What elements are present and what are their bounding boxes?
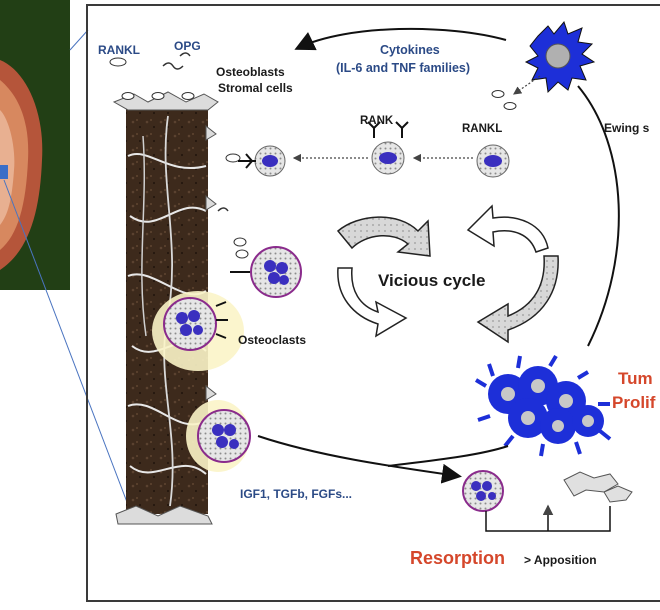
- apposition-label: > Apposition: [524, 553, 597, 567]
- osteoclast-1: [230, 246, 302, 298]
- osteoclasts-label: Osteoclasts: [238, 333, 306, 347]
- precursor-cell-2: [367, 121, 409, 175]
- precursor-cell-3: [476, 144, 510, 178]
- resorbing-osteoclast: [462, 470, 504, 512]
- ewing-cell-top: [491, 20, 596, 110]
- right-arc: [577, 85, 620, 347]
- stromal-label: Stromal cells: [218, 81, 293, 95]
- rank-label: RANK: [360, 115, 394, 127]
- opg-label: OPG: [174, 39, 201, 53]
- cytokine-arrow: [294, 27, 507, 51]
- precursor-cell-1: [238, 145, 286, 177]
- diagram-panel: RANKL OPG Osteoblasts Stromal cells Cyto…: [86, 4, 660, 602]
- ewing-label: Ewing s: [604, 121, 650, 135]
- vicious-cycle-label: Vicious cycle: [378, 271, 485, 290]
- osteoblast-cells: [563, 471, 633, 503]
- vicious-cycle-diagram: RANKL OPG Osteoblasts Stromal cells Cyto…: [98, 20, 656, 568]
- vicious-cycle-arrows: [336, 204, 559, 344]
- growth-factor-arrow: [257, 435, 462, 484]
- osteoclast-resorbing: [152, 291, 244, 371]
- tumor-label-line1: Tum: [618, 369, 653, 388]
- rankl-label-mid: RANKL: [462, 123, 502, 135]
- cytokines-label: Cytokines: [380, 43, 440, 57]
- resorption-label: Resorption: [410, 548, 505, 568]
- osteoblasts-label: Osteoblasts: [216, 65, 285, 79]
- bound-receptors: [217, 153, 249, 259]
- tumor-link: [387, 445, 509, 467]
- rankl-opg-molecules: [109, 52, 195, 100]
- growth-factors-label: IGF1, TGFb, FGFs...: [240, 487, 352, 501]
- tumor-label-line2: Prolif: [612, 393, 656, 412]
- cytokine-families-label: (IL-6 and TNF families): [336, 61, 470, 75]
- osteoclast-3: [186, 400, 251, 472]
- tumor-cluster: [474, 354, 612, 457]
- bone-photo: [0, 0, 70, 290]
- rankl-label-top: RANKL: [98, 43, 140, 57]
